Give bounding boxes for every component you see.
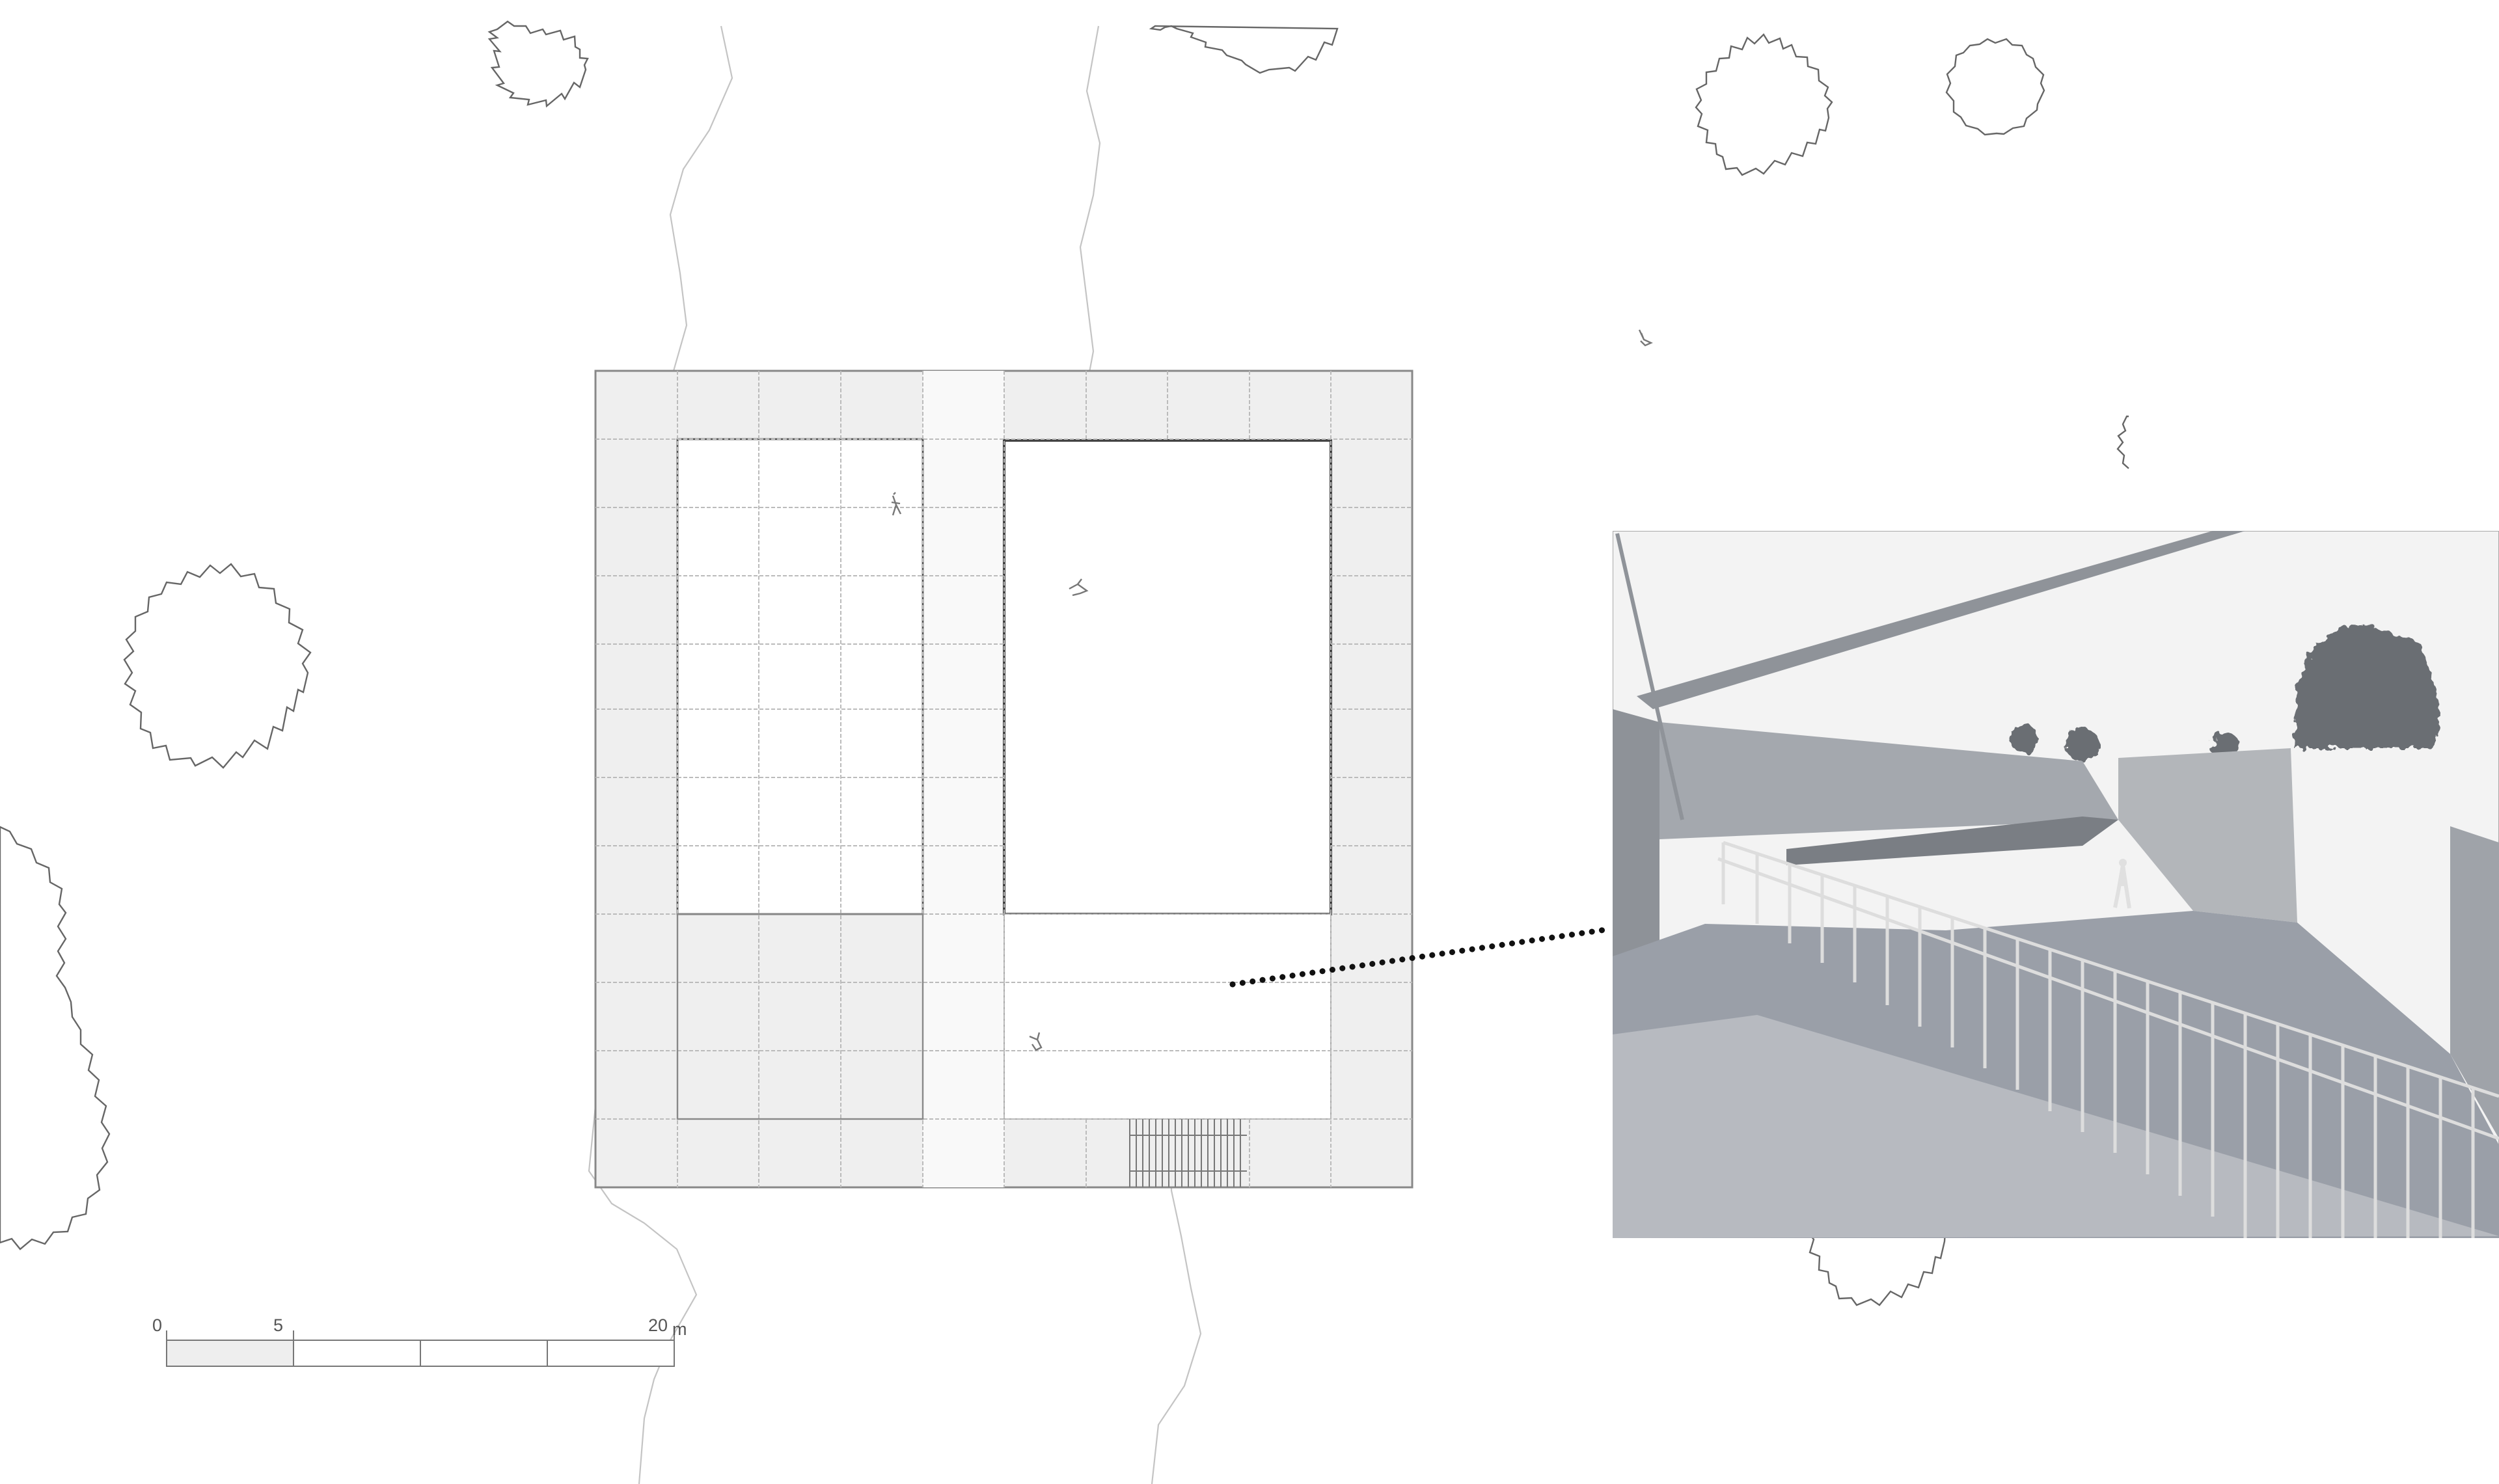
- stair-treads: [1129, 1119, 1247, 1187]
- leader-line-to-render: [1229, 926, 1613, 988]
- tree-canopy-icon: [1695, 33, 1833, 176]
- render-left-wall: [1613, 709, 1659, 956]
- scale-unit-label: m: [672, 1319, 687, 1339]
- tree-canopy-icon: [1945, 38, 2045, 136]
- person-figure-icon: [1029, 1032, 1043, 1051]
- scale-bar-segment: [420, 1340, 548, 1367]
- perspective-render: [1613, 531, 2499, 1238]
- courtyard-east: [1003, 439, 1332, 915]
- render-right-wall: [2450, 826, 2499, 1139]
- render-railing: [1717, 841, 2499, 1238]
- render-back-wall: [1659, 722, 2118, 839]
- tree-canopy-icon: [0, 826, 111, 1250]
- tree-canopy-icon: [1149, 25, 1339, 74]
- courtyard-west: [676, 438, 924, 915]
- scale-bar-segment: [547, 1340, 675, 1367]
- render-person-head: [2119, 859, 2127, 867]
- person-figure-icon: [1638, 329, 1653, 347]
- render-lower-roof: [1786, 816, 2118, 865]
- render-shrub: [2010, 724, 2038, 753]
- east-terrace: [1004, 913, 1331, 1120]
- scale-tick-label-0: 0: [152, 1315, 162, 1335]
- render-tree-silhouette: [2294, 625, 2440, 748]
- render-shrub: [2066, 728, 2099, 762]
- render-canopy-beam: [1637, 531, 2245, 709]
- building-floor-plan: [594, 370, 1413, 1189]
- scale-bar: 0 5 20 m: [152, 1315, 687, 1367]
- tree-canopy-edge-icon: [2116, 415, 2129, 469]
- render-person-figure-icon: [2113, 865, 2131, 909]
- scale-tick-label-20: 20: [648, 1315, 668, 1335]
- tree-canopy-icon: [123, 563, 312, 769]
- person-figure-icon: [891, 492, 902, 516]
- west-lower-block-outline: [676, 913, 924, 1120]
- tree-canopy-icon: [487, 20, 589, 108]
- central-circulation-strip: [923, 371, 1004, 1187]
- scale-bar-segment: [293, 1340, 421, 1367]
- person-figure-icon: [1069, 578, 1089, 597]
- human-figures: [891, 329, 1653, 1051]
- scale-bar-filled-segment: [166, 1340, 294, 1367]
- scale-tick-label-5: 5: [273, 1315, 283, 1335]
- render-side-wall: [2118, 748, 2297, 923]
- render-canopy-post: [1615, 533, 1684, 820]
